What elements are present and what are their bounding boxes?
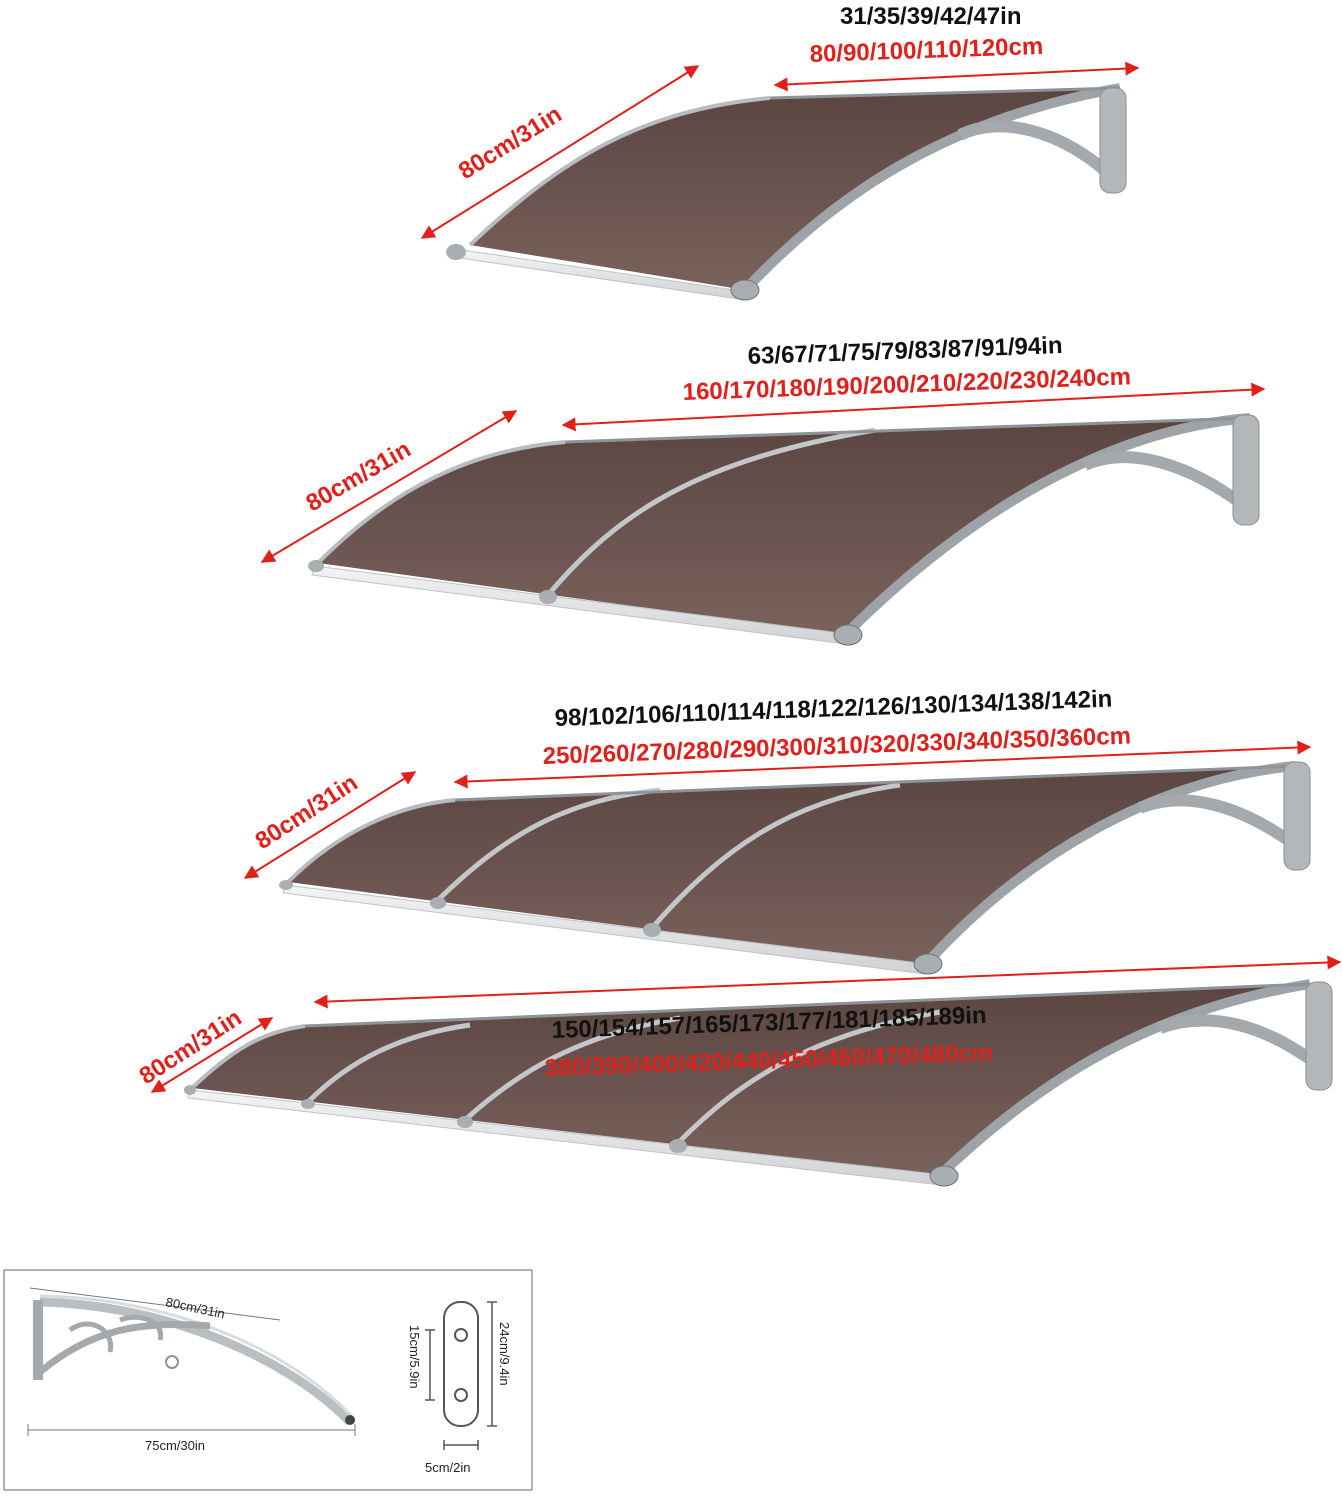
- awning-2-depth-arrow: [260, 410, 518, 563]
- detail-plate-height-label: 24cm/9.4in: [497, 1322, 512, 1386]
- awning-4-depth-arrow: [150, 1017, 274, 1093]
- detail-bracket-arm: [37, 1320, 211, 1375]
- awning-1-side-arch: [741, 83, 1121, 294]
- detail-arc-dim: [29, 1287, 281, 1321]
- awning-3-panel: [288, 766, 1295, 965]
- awning-1-inch-label: 31/35/39/42/47in: [840, 3, 1021, 30]
- detail-wall-bracket: [33, 1300, 43, 1380]
- awning-3-depth-arrow: [243, 771, 417, 879]
- detail-wall-plate: [443, 1301, 479, 1427]
- awning-2: 63/67/71/75/79/83/87/91/94in 160/170/180…: [260, 332, 1266, 646]
- awning-3-inch-label: 98/102/106/110/114/118/122/126/130/134/1…: [554, 686, 1112, 732]
- awning-1-cm-label: 80/90/100/110/120cm: [809, 33, 1043, 68]
- awning-4: 150/154/157/165/173/177/181/185/189in 38…: [135, 955, 1342, 1187]
- awning-1-width-arrow: [773, 61, 1140, 92]
- awning-1-depth-arrow: [420, 65, 700, 239]
- awning-4-wall-plate: [1305, 981, 1333, 1091]
- detail-arc-profile: [39, 1297, 354, 1426]
- detail-base-label: 75cm/30in: [145, 1438, 205, 1453]
- awning-1: 31/35/39/42/47in 80/90/100/110/120cm 80c…: [420, 3, 1140, 301]
- awning-3-cm-label: 250/260/270/280/290/300/310/320/330/340/…: [542, 722, 1131, 770]
- awning-2-wall-plate: [1232, 414, 1260, 526]
- awning-2-inch-label: 63/67/71/75/79/83/87/91/94in: [747, 332, 1063, 370]
- awning-1-panel: [470, 88, 1120, 290]
- awning-3: 98/102/106/110/114/118/122/126/130/134/1…: [243, 686, 1312, 975]
- awning-3-wall-plate: [1283, 761, 1311, 871]
- awning-1-depth-label: 80cm/31in: [454, 101, 567, 185]
- detail-plate-width-label: 5cm/2in: [425, 1460, 471, 1475]
- awning-1-wall-plate: [1099, 87, 1127, 194]
- awning-4-width-arrow: [313, 955, 1342, 1009]
- detail-hole-spacing-label: 15cm/5.9in: [407, 1325, 422, 1389]
- detail-inset: 80cm/31in 75cm/30in 24cm/9.4in 15cm/5.9i…: [3, 1269, 533, 1491]
- awning-2-width-arrow: [561, 382, 1266, 432]
- awning-2-mid-arch: [546, 427, 876, 597]
- awning-2-panel: [318, 418, 1250, 635]
- awning-3-width-arrow: [453, 740, 1312, 789]
